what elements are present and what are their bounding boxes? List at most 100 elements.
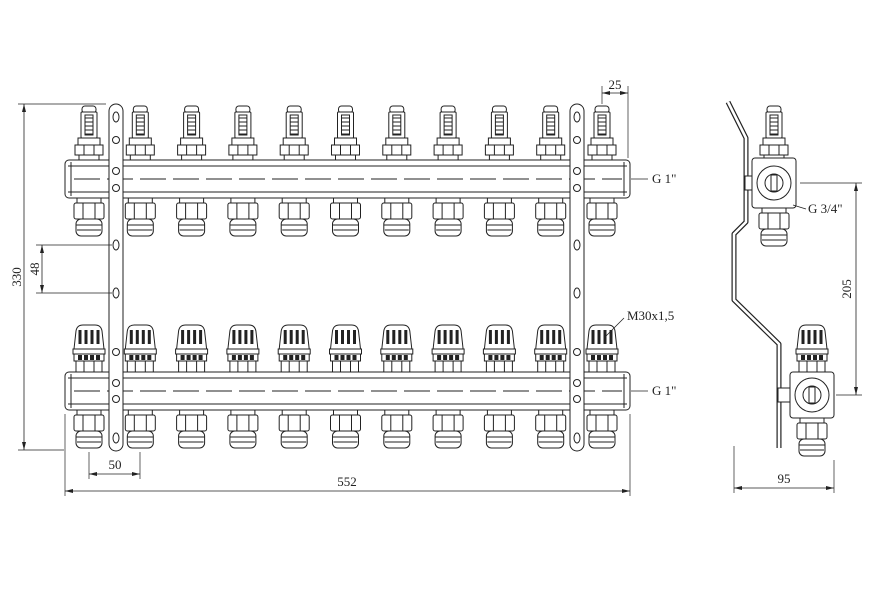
compression-fitting xyxy=(383,430,411,449)
outlet-fitting xyxy=(796,417,828,457)
compression-fitting xyxy=(332,218,359,237)
valve-band xyxy=(329,348,362,355)
valve-cap-rib xyxy=(807,330,811,344)
valve-ring-notch xyxy=(346,355,351,360)
flowmeter xyxy=(331,105,360,162)
valve-band xyxy=(175,348,209,355)
valve-ring-notch xyxy=(186,355,191,360)
valve-ring-notch xyxy=(135,355,140,360)
valve xyxy=(482,324,516,373)
valve-ring-notch xyxy=(455,355,460,360)
fitting-neck xyxy=(538,197,564,204)
compression-fitting xyxy=(178,218,206,237)
valve-ring-notch xyxy=(488,355,493,360)
flowmeter-collar xyxy=(590,137,614,146)
dim-label-50: 50 xyxy=(109,457,122,472)
valve-ring-notch xyxy=(147,355,152,360)
valve-cap-rib xyxy=(546,330,550,344)
compression-fitting xyxy=(178,430,206,449)
flowmeter-collar xyxy=(436,137,460,146)
outlet-fitting xyxy=(758,207,790,247)
fitting-nut xyxy=(432,202,464,220)
flowmeter-window xyxy=(341,114,350,136)
compression-fitting xyxy=(485,430,513,449)
side-dimensions: G 3/4" 205 95 xyxy=(733,182,862,493)
valve-cap-rib xyxy=(129,330,133,344)
valve-cap-rib xyxy=(347,330,350,344)
flowmeter-window xyxy=(135,114,145,136)
fitting-nut xyxy=(176,202,208,220)
valve xyxy=(277,324,311,373)
valve-cap-rib xyxy=(181,330,185,344)
compression-fitting xyxy=(434,430,462,449)
valve xyxy=(123,324,157,373)
valve-ring-notch xyxy=(597,355,601,360)
valve-cap-rib xyxy=(232,330,236,344)
valve-ring-notch xyxy=(352,355,357,360)
compression-fitting xyxy=(760,228,788,247)
fitting-neck xyxy=(179,409,205,416)
bracket-slot xyxy=(573,111,581,123)
valve-nut xyxy=(280,360,308,373)
flowmeter xyxy=(484,105,514,162)
outlet-fitting xyxy=(330,409,361,449)
valve-ring-notch xyxy=(249,355,254,360)
fitting-neck xyxy=(384,409,410,416)
flowmeter-window xyxy=(597,114,607,136)
front-view xyxy=(64,103,631,452)
outlet-fitting xyxy=(73,409,105,449)
flowmeter xyxy=(177,105,207,162)
fitting-neck xyxy=(333,409,358,416)
valve-cap-rib xyxy=(90,330,94,344)
compression-fitting xyxy=(229,430,257,449)
fitting-neck xyxy=(761,207,787,214)
fitting-neck xyxy=(435,409,461,416)
fitting-nut xyxy=(796,422,828,440)
dim-label-552: 552 xyxy=(337,474,357,489)
valve-ring-notch xyxy=(90,355,94,360)
valve-ring-notch xyxy=(801,355,805,360)
callout-top-bar-thread: G 1" xyxy=(652,171,676,186)
valve-nut xyxy=(229,360,257,373)
valve-cap-rib xyxy=(135,330,139,344)
flowmeter-window xyxy=(84,114,94,136)
valve-cap-rib xyxy=(289,330,293,344)
compression-fitting xyxy=(537,218,565,237)
flowmeter xyxy=(382,105,412,162)
valve-cap-rib xyxy=(295,330,299,344)
valve-nut xyxy=(798,360,826,373)
valve xyxy=(175,324,209,373)
valve-cap-rib xyxy=(301,330,305,344)
valve-cap-rib xyxy=(187,330,191,344)
dim-label-95: 95 xyxy=(778,471,791,486)
valve-ring-notch xyxy=(141,355,146,360)
compression-fitting xyxy=(75,430,103,449)
valve-ring-notch xyxy=(192,355,197,360)
compression-fitting xyxy=(229,218,257,237)
callout-valve-thread: M30x1,5 xyxy=(627,308,674,323)
dim-label-48: 48 xyxy=(27,263,42,276)
valve-ring-notch xyxy=(385,355,390,360)
flowmeter-collar xyxy=(487,137,511,146)
outlet-fitting xyxy=(586,409,618,449)
valve-cap-rib xyxy=(819,330,823,344)
compression-fitting xyxy=(75,218,103,237)
valve-ring-notch xyxy=(397,355,402,360)
valve xyxy=(72,324,106,373)
valve-ring-notch xyxy=(539,355,544,360)
fitting-nut xyxy=(227,202,259,220)
valve xyxy=(534,324,568,373)
bracket-bolt xyxy=(573,379,581,387)
outlet-fitting xyxy=(176,409,208,449)
valve-cap-rib xyxy=(404,330,408,344)
fitting-nut xyxy=(586,202,618,220)
valve-ring-notch xyxy=(819,355,823,360)
valve-ring-notch xyxy=(591,355,595,360)
valve-cap-rib xyxy=(335,330,338,344)
bracket-bolt xyxy=(112,184,120,192)
valve-cap-rib xyxy=(392,330,396,344)
compression-fitting xyxy=(588,430,616,449)
bracket-bolt xyxy=(573,348,581,356)
valve-cap-rib xyxy=(500,330,504,344)
valve-ring-notch xyxy=(180,355,185,360)
